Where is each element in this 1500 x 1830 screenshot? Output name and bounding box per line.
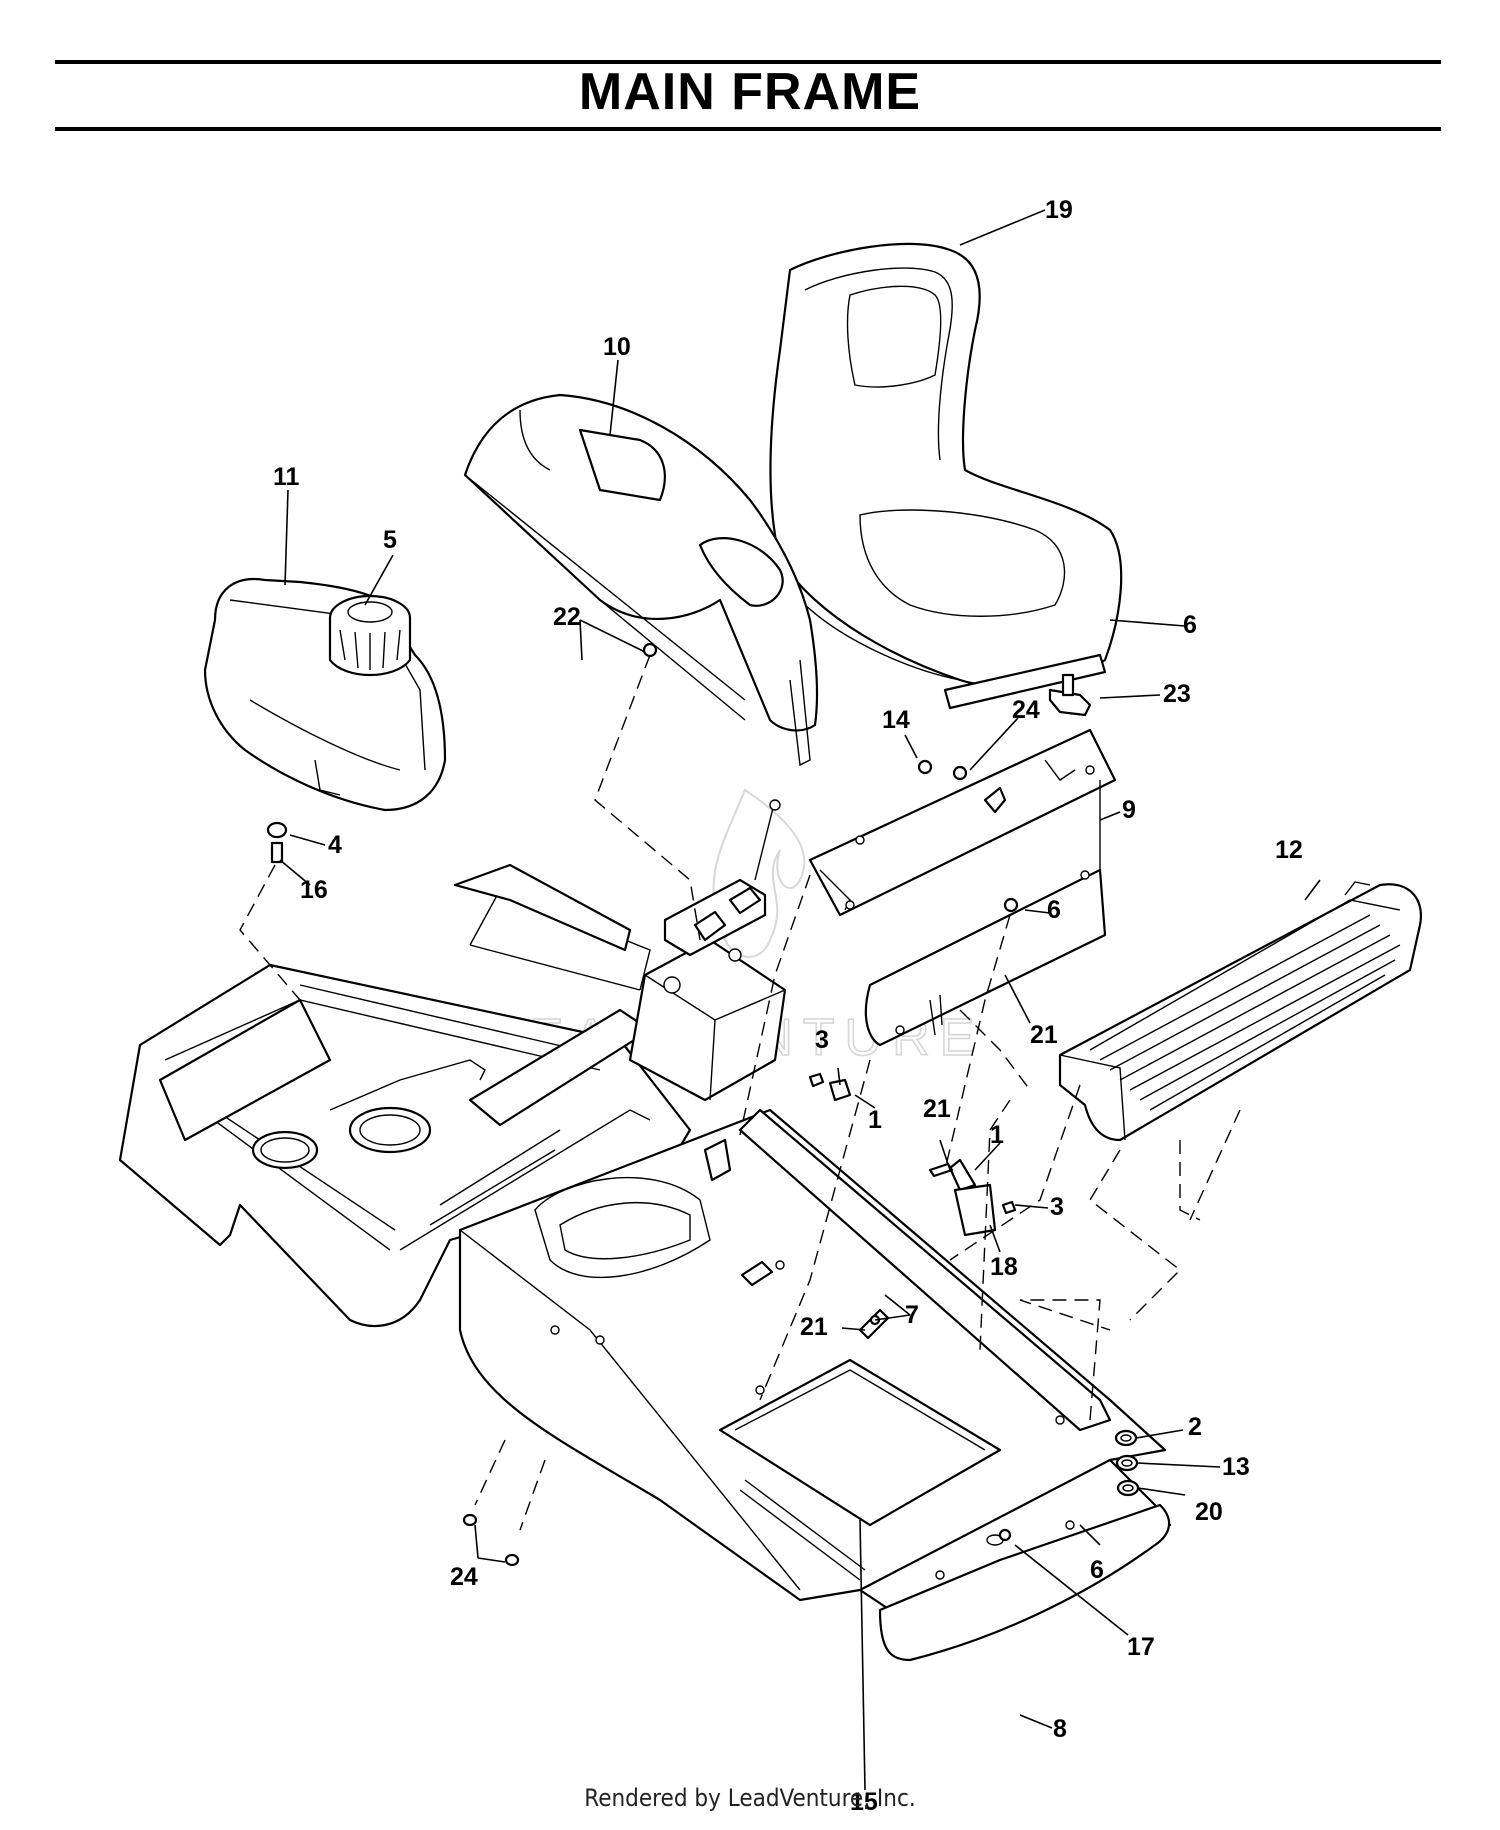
callout-7: 7 — [905, 1301, 919, 1329]
callout-10: 10 — [603, 333, 631, 361]
callout-16: 16 — [300, 876, 328, 904]
main-frame-part — [118, 863, 692, 1328]
floor-mat-part — [1058, 881, 1423, 1142]
callout-22: 22 — [553, 603, 581, 631]
washer-stack — [1114, 1429, 1140, 1497]
callout-4: 4 — [328, 831, 342, 859]
page-title: MAIN FRAME — [578, 63, 922, 121]
callout-12: 12 — [1275, 836, 1303, 864]
battery-part — [628, 938, 787, 1102]
callout-9: 9 — [1122, 796, 1136, 824]
callout-11: 11 — [273, 463, 300, 491]
callout-24-top: 24 — [1012, 696, 1040, 724]
callout-3-left: 3 — [815, 1026, 829, 1054]
footer-credit: Rendered by LeadVenture, Inc. — [584, 1784, 916, 1812]
callout-21-bracket: 21 — [1030, 1021, 1058, 1049]
callout-19: 19 — [1045, 196, 1073, 224]
assembly-lines — [239, 654, 1241, 1531]
callout-labels: 19 10 11 5 22 6 23 14 24 9 12 4 16 6 21 … — [273, 196, 1303, 1816]
callout-17: 17 — [1127, 1633, 1155, 1661]
seat-switch-part — [663, 799, 781, 957]
seat-bracket-part — [808, 728, 1117, 1047]
callout-6-plate: 6 — [1090, 1556, 1104, 1584]
seat-part — [769, 242, 1123, 710]
callout-13: 13 — [1222, 1453, 1250, 1481]
callout-15: 15 — [850, 1788, 878, 1816]
callout-8: 8 — [1053, 1715, 1067, 1743]
callout-14: 14 — [882, 706, 910, 734]
title-underline — [55, 127, 1441, 131]
callout-20: 20 — [1195, 1498, 1223, 1526]
callout-21-lower: 21 — [800, 1313, 828, 1341]
callout-5: 5 — [383, 526, 397, 554]
top-rule — [55, 60, 1441, 64]
callout-18: 18 — [990, 1253, 1018, 1281]
callout-6-seat: 6 — [1183, 611, 1197, 639]
callout-3-right: 3 — [1050, 1193, 1064, 1221]
callout-1-right: 1 — [990, 1121, 1004, 1149]
foot-plate-part — [858, 1458, 1172, 1662]
callout-6-bracket: 6 — [1047, 896, 1061, 924]
callout-23: 23 — [1163, 680, 1191, 708]
fender-part — [463, 393, 819, 767]
leader-lines — [279, 209, 1321, 1791]
callout-24-bottom: 24 — [450, 1563, 478, 1591]
callout-2: 2 — [1188, 1413, 1202, 1441]
fuel-tank-part — [203, 577, 447, 812]
footwell-part — [458, 1108, 1167, 1602]
callout-21-mid: 21 — [923, 1095, 951, 1123]
callout-1-left: 1 — [868, 1106, 882, 1134]
